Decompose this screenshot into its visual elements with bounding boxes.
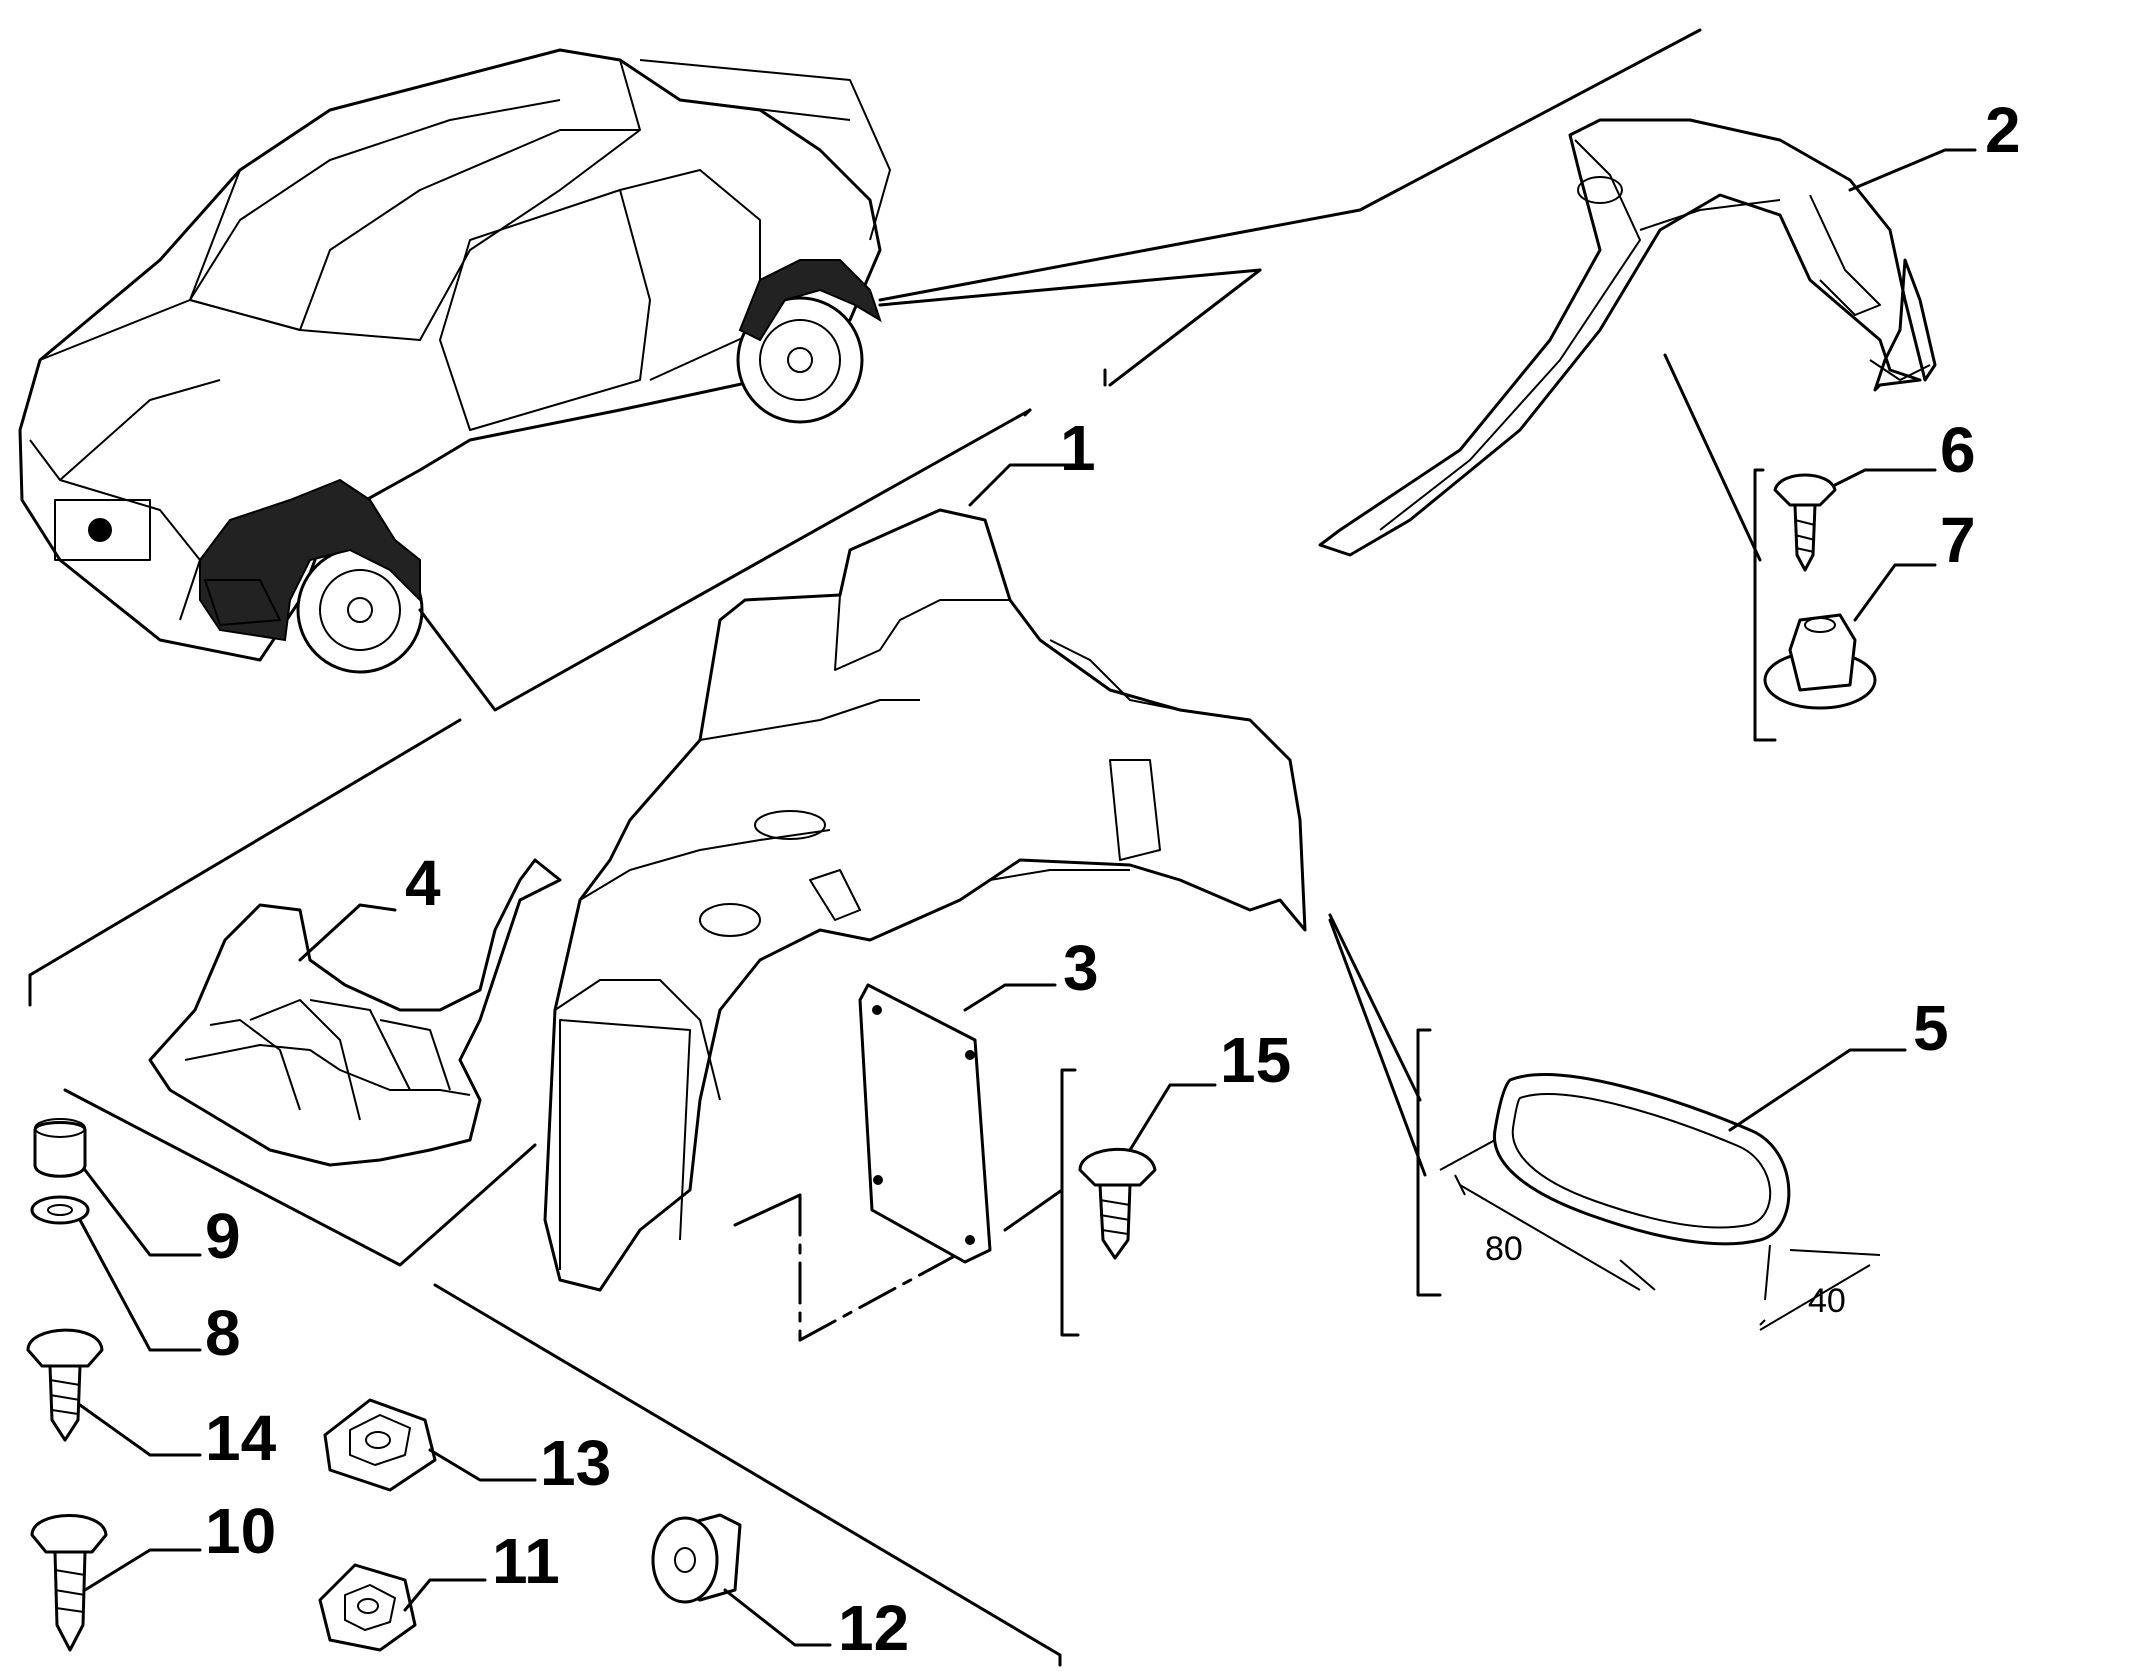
callout-9: 9 [205,1200,241,1272]
callout-14: 14 [205,1402,277,1474]
part-6-screw [1773,473,1837,572]
part-8-washer [30,1195,90,1225]
callout-13: 13 [540,1427,611,1499]
callout-labels: 1 2 3 4 5 6 7 8 9 10 11 12 13 14 15 [205,94,2021,1664]
callout-8: 8 [205,1297,241,1369]
part-5-oval-grommet: 80 40 [1439,1073,1881,1331]
callout-2: 2 [1985,94,2021,166]
part-15-screw [1078,1147,1157,1260]
part-13-clip-nut [323,1398,437,1492]
part-14-screw [26,1328,104,1442]
callout-15: 15 [1220,1024,1291,1096]
part-11-clip-nut [318,1563,417,1652]
vehicle-illustration [18,48,891,674]
callout-1: 1 [1060,412,1096,484]
part-4-splash-shield [148,858,562,1167]
callout-12: 12 [838,1592,909,1664]
group-brackets [28,28,1777,1667]
callout-11: 11 [492,1525,560,1597]
callout-3: 3 [1063,932,1099,1004]
dimension-width: 40 [1808,1282,1846,1320]
callout-10: 10 [205,1495,276,1567]
part-2-rear-wheel-arch-liner [1318,118,1937,557]
dimension-length: 80 [1485,1230,1523,1268]
callout-leaders [78,148,1977,1647]
callout-7: 7 [1940,504,1976,576]
part-3-cover-plate [858,983,992,1264]
part-1-front-wheel-arch-liner [543,508,1307,1292]
part-7-flange-nut [1763,613,1877,710]
callout-5: 5 [1913,992,1949,1064]
callout-6: 6 [1940,414,1976,486]
part-10-screw [30,1514,108,1652]
callout-4: 4 [405,847,441,919]
part-9-cap-nut [33,1118,87,1178]
part-12-rubber-bushing [651,1513,742,1604]
